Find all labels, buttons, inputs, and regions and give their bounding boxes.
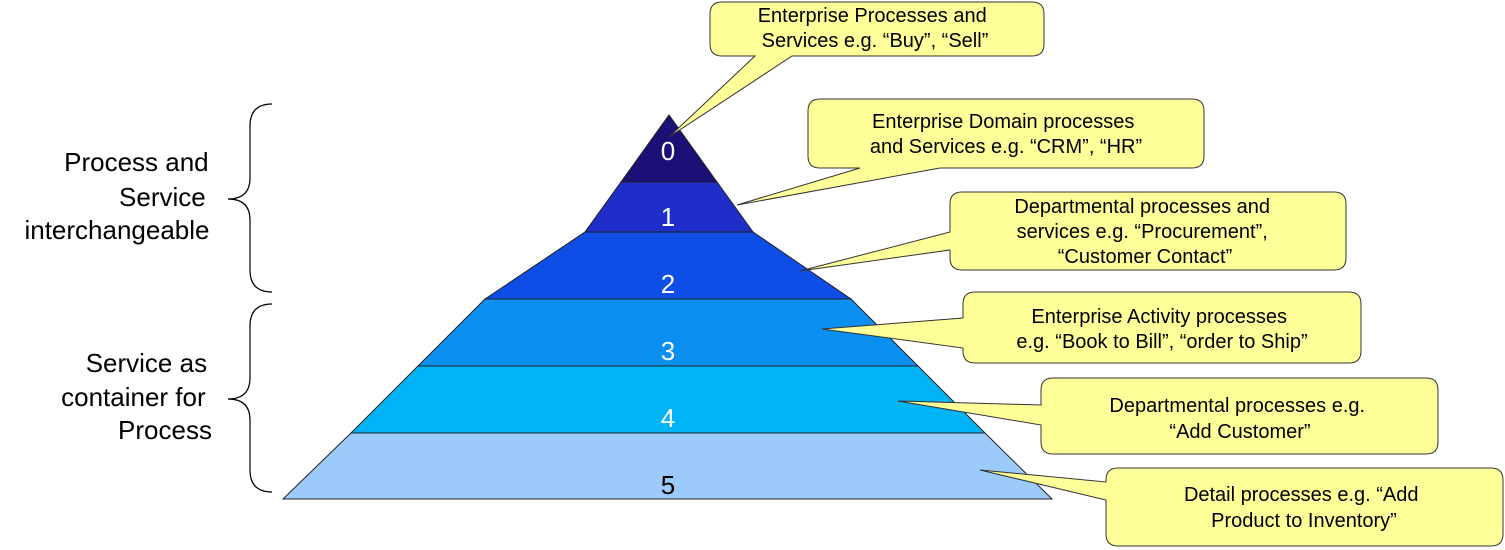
callout-2-line-3: “Customer Contact” [1058, 246, 1233, 268]
brace-groups: Process and Service interchangeable Serv… [24, 103, 273, 493]
callout-3-line-1: Enterprise Activity processes [1031, 306, 1287, 328]
callout-0-line-1: Enterprise Processes and [758, 5, 987, 27]
group-1-line-1: Process and [64, 147, 209, 177]
callout-level-5: Detail processes e.g. “Add Product to In… [979, 467, 1504, 547]
callout-level-3: Enterprise Activity processes e.g. “Book… [821, 291, 1362, 364]
callout-1-shape [736, 98, 1205, 206]
svg-text:Departmental processes e.g.: Departmental processes e.g. “Add Custome… [1109, 395, 1370, 443]
callout-4-line-2: “Add Customer” [1169, 421, 1310, 443]
callout-1-line-2: and Services e.g. “CRM”, “HR” [870, 136, 1142, 158]
callout-5-shape [979, 467, 1504, 547]
callout-3-line-2: e.g. “Book to Bill”, “order to Ship” [1016, 331, 1307, 353]
lower-brace [227, 303, 273, 493]
callout-level-0: Enterprise Processes and Services e.g. “… [668, 1, 1045, 138]
group-2-line-3: Process [118, 415, 212, 445]
level-0-number: 0 [661, 136, 675, 166]
callout-4-shape [897, 377, 1439, 455]
group-2-line-2: container for [61, 382, 206, 412]
svg-text:Detail processes e.g. “Add: Detail processes e.g. “Add Product to In… [1184, 484, 1424, 532]
level-4-number: 4 [661, 403, 675, 433]
callout-level-2: Departmental processes and services e.g.… [799, 191, 1347, 272]
svg-text:Departmental processes and: Departmental processes and services e.g.… [1014, 196, 1275, 268]
callout-1-line-1: Enterprise Domain processes [872, 111, 1134, 133]
callout-4-line-1: Departmental processes e.g. [1109, 395, 1365, 417]
group-1-line-2: Service [119, 182, 206, 212]
group-1-line-3: interchangeable [24, 215, 209, 245]
callouts: Enterprise Processes and Services e.g. “… [668, 1, 1504, 547]
level-3-number: 3 [661, 336, 675, 366]
svg-text:Enterprise Processes and: Enterprise Processes and Services e.g. “… [758, 5, 993, 52]
callout-5-line-2: Product to Inventory” [1211, 510, 1397, 532]
svg-text:Enterprise Activity processes: Enterprise Activity processes e.g. “Book… [1016, 306, 1307, 353]
callout-5-line-1: Detail processes e.g. “Add [1184, 484, 1419, 506]
level-2-number: 2 [661, 269, 675, 299]
svg-text:Enterprise Domain processes: Enterprise Domain processes and Services… [870, 111, 1142, 158]
callout-3-shape [821, 291, 1362, 364]
pyramid: 0 1 2 3 4 5 [281, 114, 1054, 500]
callout-2-line-1: Departmental processes and [1014, 196, 1270, 218]
level-1-number: 1 [661, 202, 675, 232]
callout-level-1: Enterprise Domain processes and Services… [736, 98, 1205, 206]
callout-0-shape [668, 1, 1045, 138]
callout-2-line-2: services e.g. “Procurement”, [1017, 221, 1268, 243]
group-2-line-1: Service as [86, 348, 207, 378]
svg-text:Process and Service: Process and Service interchangeable [24, 147, 215, 245]
callout-2-shape [799, 191, 1347, 272]
upper-brace [227, 103, 273, 293]
svg-text:Service as container for: Service as container for Process [61, 348, 214, 445]
level-5-band [281, 432, 1054, 500]
callout-0-line-2: Services e.g. “Buy”, “Sell” [762, 30, 989, 52]
level-5-number: 5 [661, 470, 675, 500]
callout-level-4: Departmental processes e.g. “Add Custome… [897, 377, 1439, 455]
